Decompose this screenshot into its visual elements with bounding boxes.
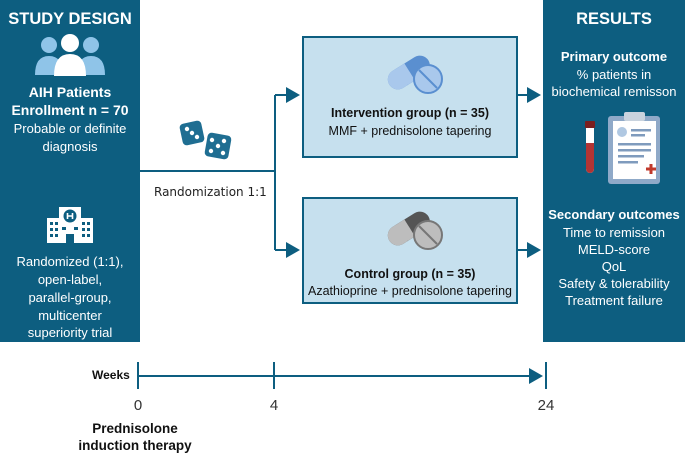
secondary-outcome-2: MELD-score xyxy=(577,242,651,257)
hospital-icon xyxy=(47,207,93,243)
induction-line-1: Prednisolone xyxy=(92,421,178,436)
tick-label-0: 0 xyxy=(133,397,143,414)
design-line-3: parallel-group, xyxy=(28,290,112,305)
diagnosis-line-1: Probable or definite xyxy=(13,121,127,136)
test-tube-icon xyxy=(585,121,595,173)
primary-outcome-title: Primary outcome xyxy=(560,49,668,64)
secondary-outcome-1: Time to remission xyxy=(562,225,666,240)
study-design-title: STUDY DESIGN xyxy=(8,10,132,28)
design-line-1: Randomized (1:1), xyxy=(16,254,124,269)
induction-line-2: induction therapy xyxy=(78,438,192,453)
primary-outcome-line-2: biochemical remisson xyxy=(551,84,677,99)
secondary-outcome-5: Treatment failure xyxy=(565,293,663,308)
tick-label-24: 24 xyxy=(537,397,555,414)
study-design-panel: STUDY DESIGN AIH Patients Enrollment n =… xyxy=(0,0,140,342)
results-panel: RESULTS Primary outcome % patients in bi… xyxy=(543,0,685,342)
enrollment-label: Enrollment n = 70 xyxy=(11,102,129,118)
design-line-2: open-label, xyxy=(37,272,103,287)
secondary-outcomes-title: Secondary outcomes xyxy=(548,207,680,222)
control-group-box: Control group (n = 35) Azathioprine + pr… xyxy=(302,197,518,304)
weeks-label: Weeks xyxy=(92,368,130,382)
design-line-5: superiority trial xyxy=(27,325,113,340)
control-title-bold: Control group xyxy=(344,267,428,281)
randomization-label: Randomization 1:1 xyxy=(154,185,267,199)
intervention-group-box: Intervention group (n = 35) MMF + predni… xyxy=(302,36,518,158)
pills-icon xyxy=(387,55,443,94)
control-title: Control group (n = 35) xyxy=(304,266,516,282)
design-line-4: multicenter xyxy=(38,308,102,323)
primary-outcome-line-1: % patients in xyxy=(576,67,652,82)
intervention-treatment: MMF + prednisolone tapering xyxy=(328,124,492,138)
control-title-rest: (n = 35) xyxy=(427,267,476,281)
patients-label: AIH Patients xyxy=(28,84,112,100)
clipboard-icon xyxy=(608,112,660,184)
diagnosis-line-2: diagnosis xyxy=(42,139,98,154)
tick-label-4: 4 xyxy=(269,397,279,414)
dice-icon xyxy=(179,120,232,160)
secondary-outcome-4: Safety & tolerability xyxy=(558,276,670,291)
intervention-title: Intervention group (n = 35) xyxy=(331,106,489,120)
secondary-outcome-3: QoL xyxy=(601,259,627,274)
results-title: RESULTS xyxy=(576,10,652,28)
capsule-icon xyxy=(387,211,443,250)
people-icon xyxy=(35,34,105,76)
randomization-connector xyxy=(140,95,276,250)
control-treatment: Azathioprine + prednisolone tapering xyxy=(308,284,512,298)
